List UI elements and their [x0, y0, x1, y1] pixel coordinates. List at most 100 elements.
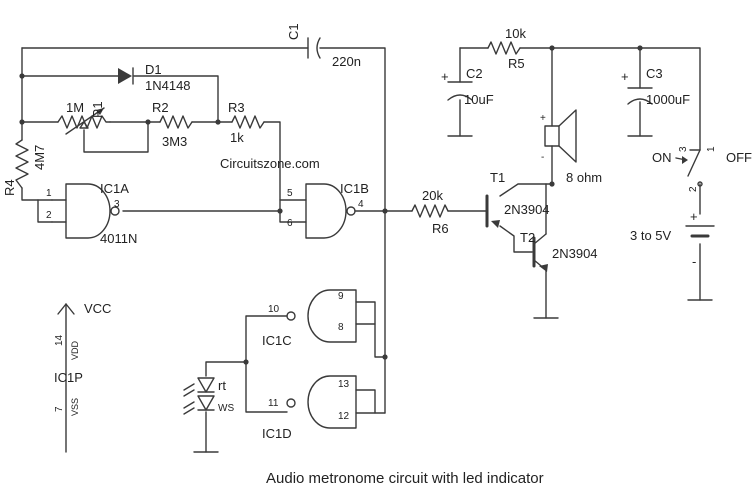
led-rt: rt	[183, 377, 226, 397]
c2-ref: C2	[466, 66, 483, 81]
capacitor-c1: C1 220n	[286, 23, 361, 69]
led-ws-ref: WS	[218, 403, 234, 414]
battery: + - 3 to 5V	[630, 209, 715, 269]
ic1c-pin-a: 9	[338, 291, 344, 302]
led-ws: WS	[183, 395, 234, 415]
r1-ref: R1	[90, 101, 105, 118]
transistor-t1: T1 2N3904	[485, 170, 550, 228]
ic1p-ref: IC1P	[54, 370, 83, 385]
vss-label: VSS	[70, 398, 80, 416]
ic1d-pin-out: 11	[268, 398, 279, 409]
t1-ref: T1	[490, 170, 505, 185]
wire-to-leds	[205, 361, 247, 377]
r2-value: 3M3	[162, 134, 187, 149]
wires	[21, 47, 701, 453]
wire-r3-ic1b	[263, 121, 307, 223]
ic1a-pin-a: 1	[46, 188, 52, 199]
d1-value: 1N4148	[145, 78, 191, 93]
c1-ref: C1	[286, 23, 301, 40]
t2-value: 2N3904	[552, 246, 598, 261]
vdd-label: VDD	[70, 340, 80, 360]
led-rt-ref: rt	[218, 378, 226, 393]
wire-t1-emitter	[499, 225, 533, 253]
wire-ic1c-in	[355, 301, 386, 358]
junctions	[19, 45, 643, 365]
c1-value: 220n	[332, 54, 361, 69]
battery-value: 3 to 5V	[630, 228, 672, 243]
ic1d-ref: IC1D	[262, 426, 292, 441]
ic1c-pin-b: 8	[338, 322, 344, 333]
speaker-minus: -	[541, 152, 544, 163]
r6-value: 20k	[422, 188, 443, 203]
speaker-plus: +	[540, 113, 546, 124]
battery-plus: +	[690, 209, 698, 224]
r5-value: 10k	[505, 26, 526, 41]
wire-switch-top	[639, 47, 701, 151]
capacitor-c3: + C3 1000uF	[621, 66, 690, 107]
wire-c1-right	[319, 47, 386, 358]
diode-d1: D1 1N4148	[118, 62, 191, 93]
vdd-pin: 14	[54, 334, 65, 346]
switch-on: ON	[652, 150, 672, 165]
wire-gate-outputs	[245, 315, 288, 413]
switch-pin3: 3	[678, 146, 689, 152]
d1-ref: D1	[145, 62, 162, 77]
resistor-r6: 20k R6	[411, 188, 449, 236]
gate-ic1c: 9 8 10 IC1C	[262, 289, 357, 348]
resistor-r5: 10k R5	[487, 26, 526, 71]
ic1b-pin-out: 4	[358, 199, 364, 210]
ic1c-pin-out: 10	[268, 304, 280, 315]
r4-value: 4M7	[32, 145, 47, 170]
wire-d1-right	[133, 75, 219, 123]
capacitor-c2: + C2 10uF	[441, 66, 494, 107]
c2-plus: +	[441, 69, 449, 84]
vss-pin: 7	[54, 406, 65, 412]
wire-ic1d-in	[355, 389, 386, 414]
ground-symbols	[193, 135, 713, 453]
t1-value: 2N3904	[504, 202, 550, 217]
ic1b-ref: IC1B	[340, 181, 369, 196]
resistor-r2: R2 3M3	[152, 100, 193, 149]
ic1d-pin-a: 13	[338, 379, 350, 390]
speaker: + - 8 ohm	[540, 109, 602, 185]
t2-ref: T2	[520, 230, 535, 245]
battery-minus: -	[692, 254, 696, 269]
speaker-value: 8 ohm	[566, 170, 602, 185]
power-symbol: VCC 14 VDD IC1P 7 VSS	[54, 301, 111, 416]
r5-ref: R5	[508, 56, 525, 71]
r6-ref: R6	[432, 221, 449, 236]
potentiometer-r1: 1M R1	[57, 100, 111, 135]
ic1a-part: 4011N	[100, 231, 137, 246]
gate-ic1d: 13 12 11 IC1D	[262, 375, 357, 441]
ic1a-pin-b: 2	[46, 210, 52, 221]
wire-r1-wiper	[83, 121, 149, 153]
c3-ref: C3	[646, 66, 663, 81]
gate-ic1a: 1 2 3 IC1A 4011N	[46, 181, 137, 246]
wire-t1-collector	[499, 183, 553, 197]
vcc-label: VCC	[84, 301, 111, 316]
r1-value: 1M	[66, 100, 84, 115]
transistor-t2: T2 2N3904	[520, 230, 598, 272]
ic1a-ref: IC1A	[100, 181, 129, 196]
resistor-r3: R3 1k	[228, 100, 265, 145]
r2-ref: R2	[152, 100, 169, 115]
switch-off: OFF	[726, 150, 752, 165]
ic1c-ref: IC1C	[262, 333, 292, 348]
r3-value: 1k	[230, 130, 244, 145]
switch-pin1: 1	[706, 146, 717, 152]
caption: Audio metronome circuit with led indicat…	[266, 470, 544, 487]
r4-ref: R4	[2, 179, 17, 196]
switch-pin2: 2	[688, 186, 699, 192]
gate-ic1b: 5 6 4 IC1B	[287, 181, 369, 239]
c2-value: 10uF	[464, 92, 494, 107]
ic1d-pin-b: 12	[338, 411, 350, 422]
c3-value: 1000uF	[646, 92, 690, 107]
r3-ref: R3	[228, 100, 245, 115]
switch: ON OFF 3 1 2	[652, 146, 752, 192]
c3-plus: +	[621, 69, 629, 84]
ic1a-pin-out: 3	[114, 199, 120, 210]
ic1b-pin-a: 5	[287, 188, 293, 199]
ic1b-pin-b: 6	[287, 218, 293, 229]
